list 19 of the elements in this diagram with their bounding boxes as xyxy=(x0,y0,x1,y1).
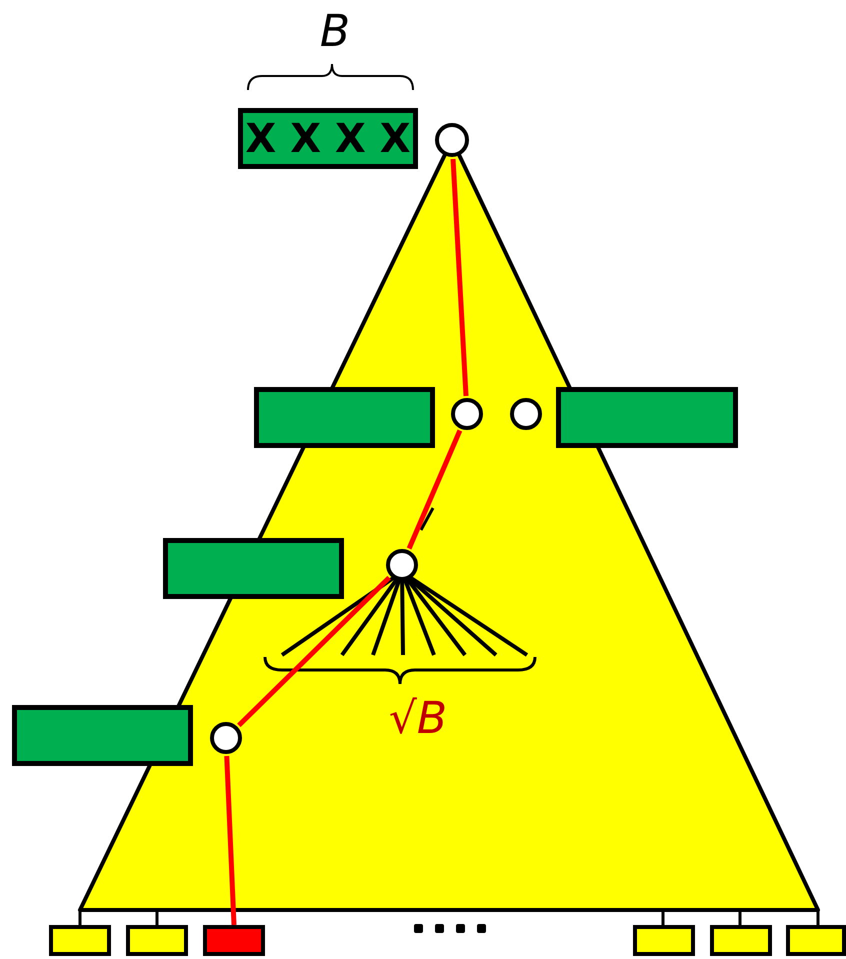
leaf-block xyxy=(49,925,111,956)
leaf-block xyxy=(710,925,772,956)
key-block xyxy=(12,705,193,766)
key-block xyxy=(163,538,344,599)
tree-node-circle xyxy=(435,123,469,157)
path-line xyxy=(450,158,469,396)
path-line xyxy=(406,430,462,550)
fanout-label: √B xyxy=(388,697,448,741)
leaf-block xyxy=(203,925,265,956)
size-label: B xyxy=(320,10,350,54)
path-line xyxy=(237,576,391,728)
key-letters: X X X X xyxy=(245,118,411,158)
leaf-block xyxy=(126,925,188,956)
key-block xyxy=(238,108,418,169)
path-line xyxy=(224,756,236,926)
key-block xyxy=(254,387,435,448)
leaf-block xyxy=(633,925,695,956)
key-block xyxy=(556,387,738,448)
leaf-block xyxy=(786,925,846,956)
